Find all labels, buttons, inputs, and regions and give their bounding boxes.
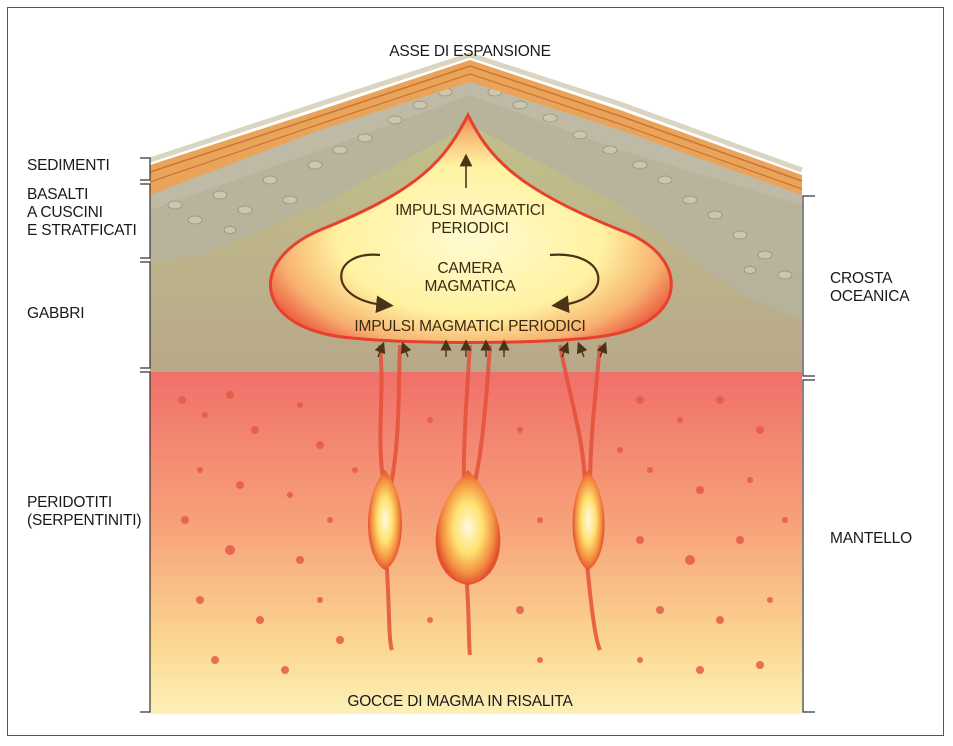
label-impulsi-top: IMPULSI MAGMATICI PERIODICI xyxy=(395,202,545,238)
label-peridotiti: PERIDOTITI (SERPENTINITI) xyxy=(27,494,141,530)
label-gocce: GOCCE DI MAGMA IN RISALITA xyxy=(347,693,572,711)
diagram-title: ASSE DI ESPANSIONE xyxy=(389,43,551,61)
left-brackets xyxy=(140,158,150,712)
label-impulsi-bottom: IMPULSI MAGMATICI PERIODICI xyxy=(354,318,585,336)
right-brackets xyxy=(803,196,815,712)
label-crosta-oceanica: CROSTA OCEANICA xyxy=(830,270,909,306)
label-mantello: MANTELLO xyxy=(830,530,912,548)
label-camera-magmatica: CAMERA MAGMATICA xyxy=(425,260,516,296)
label-gabbri: GABBRI xyxy=(27,305,84,323)
label-sedimenti: SEDIMENTI xyxy=(27,157,110,175)
label-basalti: BASALTI A CUSCINI E STRATFICATI xyxy=(27,186,137,240)
